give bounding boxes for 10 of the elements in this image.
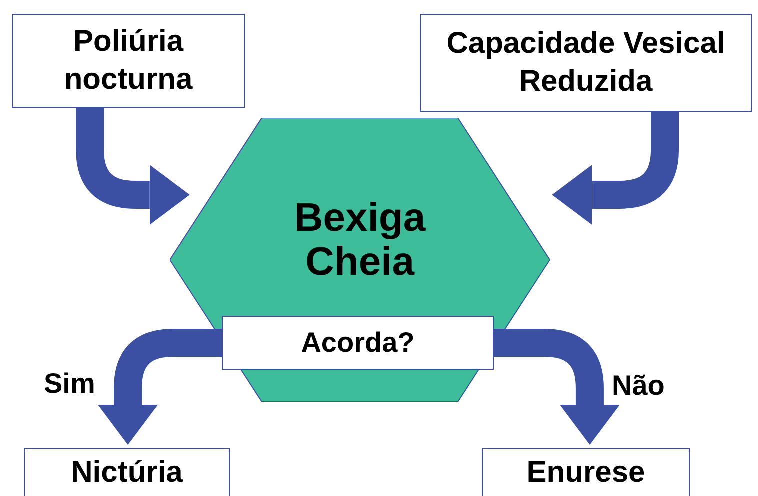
node-label: Nictúria bbox=[70, 454, 184, 490]
node-label: Acorda? bbox=[301, 327, 415, 359]
text-box bbox=[482, 448, 690, 496]
text-box bbox=[24, 448, 230, 496]
node-label: Capacidade Vesical Reduzida bbox=[446, 26, 726, 100]
node-label: Poliúria nocturna bbox=[63, 24, 194, 98]
text-box bbox=[420, 14, 752, 112]
text-box bbox=[12, 14, 245, 108]
node-label: Enurese bbox=[526, 454, 646, 490]
node-title: Bexiga Cheia bbox=[293, 196, 427, 284]
